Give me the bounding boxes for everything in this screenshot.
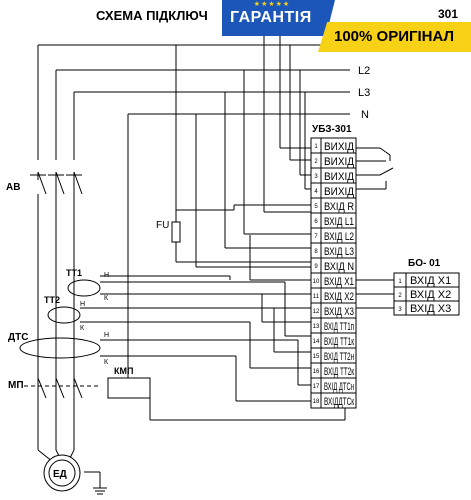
ubz-terminal-label: ВХІД Х1 <box>324 276 354 288</box>
line-l3-label: L3 <box>358 87 370 99</box>
ubz-terminal-number: 15 <box>313 354 320 360</box>
guarantee-badge: ★★★★★ ГАРАНТІЯ <box>222 0 335 36</box>
line-n-label: N <box>361 109 369 121</box>
bo-terminal-number: 3 <box>398 307 402 313</box>
kmp-label: КМП <box>114 366 133 376</box>
tt1-k-label: К <box>104 295 109 302</box>
ubz-terminal-number: 7 <box>314 234 318 240</box>
bo-terminal-rows: 1 ВХІД Х1 2 ВХІД Х2 3 ВХІД Х3 <box>393 272 460 316</box>
diagram-title-suffix: 301 <box>438 7 458 21</box>
fu-label: FU <box>156 220 169 231</box>
diagram-title: СХЕМА ПІДКЛЮЧ <box>96 8 208 23</box>
rating-stars: ★★★★★ <box>253 0 291 8</box>
fuse <box>171 221 181 243</box>
ubz-terminal-label: ВХІД N <box>324 261 354 273</box>
ubz-terminal-label: ВХІД L1 <box>324 216 354 228</box>
ubz-terminal-label: ВХІД Х3 <box>324 306 354 318</box>
dts-k-label: К <box>104 359 109 366</box>
ubz-terminal-number: 2 <box>314 159 318 165</box>
dts-label: ДТС <box>8 332 28 343</box>
ubz-terminal-number: 17 <box>313 384 320 390</box>
ubz-terminal-number: 4 <box>314 189 318 195</box>
line-l2-label: L2 <box>358 65 370 77</box>
guarantee-text: ГАРАНТІЯ <box>230 9 312 26</box>
bo-01-title: БО- 01 <box>408 258 441 269</box>
av-label: АВ <box>6 182 20 193</box>
tt2-label: ТТ2 <box>44 295 60 305</box>
dts-h-label: Н <box>104 332 109 339</box>
ubz-terminal-number: 14 <box>313 339 320 345</box>
ubz-terminal-label: ВХІД ТТ2к <box>324 366 354 378</box>
ubz-terminal-number: 9 <box>314 264 318 270</box>
tt2-k-label: К <box>80 325 85 332</box>
ubz-terminal-number: 12 <box>313 309 320 315</box>
current-transformer-1 <box>67 279 101 297</box>
ubz-terminal-number: 6 <box>314 219 318 225</box>
kmp-coil <box>107 377 151 399</box>
bo-terminal-label: ВХІД Х1 <box>410 275 451 287</box>
ubz-terminal-label: ВХІД L2 <box>324 231 354 243</box>
ubz-terminal-number: 8 <box>314 249 318 255</box>
ubz-terminal-label: ВХІД R <box>324 201 354 213</box>
electric-motor-inner <box>48 459 76 487</box>
bo-terminal-number: 1 <box>398 279 402 285</box>
ubz-terminal-label: ВИХІД <box>324 141 354 153</box>
tt1-label: ТТ1 <box>66 268 82 278</box>
ubz-terminal-label: ВХІД ДТСн <box>324 381 354 393</box>
original-badge: 100% ОРИГІНАЛ <box>318 22 471 52</box>
ubz-terminal-number: 11 <box>313 294 320 300</box>
ubz-terminal-number: 3 <box>314 174 318 180</box>
ubz-terminal-number: 5 <box>314 204 318 210</box>
differential-current-sensor <box>19 337 101 359</box>
ubz-terminal-label: ВХІД Х2 <box>324 291 354 303</box>
circuit-breaker-av <box>30 160 83 195</box>
original-text: 100% ОРИГІНАЛ <box>334 28 455 45</box>
ubz-terminal-number: 18 <box>313 399 320 405</box>
ubz-terminal-number: 13 <box>313 324 320 330</box>
current-transformer-2 <box>47 306 81 324</box>
ubz-terminal-label: ВИХІД <box>324 156 354 168</box>
ubz-terminal-label: ВХІД ТТ2н <box>324 351 354 363</box>
ubz-terminal-label: ВХІД ТТ1к <box>324 336 354 348</box>
magnetic-starter <box>24 377 100 399</box>
bo-terminal-cell <box>393 300 460 316</box>
tt1-h-label: Н <box>104 272 109 279</box>
ubz-terminal-label: ВХІД L3 <box>324 246 354 258</box>
ubz-301-title: УБЗ-301 <box>312 124 352 135</box>
motor-label: ЕД <box>53 469 67 480</box>
ubz-terminal-label: ВИХІД <box>324 186 354 198</box>
wiring <box>37 30 394 495</box>
ubz-terminal-cell <box>310 392 357 409</box>
ubz-terminal-label: ВХІДДТСк <box>324 396 354 408</box>
ubz-terminal-number: 16 <box>313 369 320 375</box>
bo-terminal-label: ВХІД Х3 <box>410 303 451 315</box>
ubz-terminal-number: 1 <box>314 144 318 150</box>
ubz-terminal-number: 10 <box>313 279 320 285</box>
bo-terminal-label: ВХІД Х2 <box>410 289 451 301</box>
ubz-terminal-label: ВХІД ТТ1п <box>324 321 354 333</box>
ubz-terminal-label: ВИХІД <box>324 171 354 183</box>
mp-label: МП <box>8 380 24 391</box>
bo-terminal-number: 2 <box>398 293 402 299</box>
tt2-h-label: Н <box>80 301 85 308</box>
